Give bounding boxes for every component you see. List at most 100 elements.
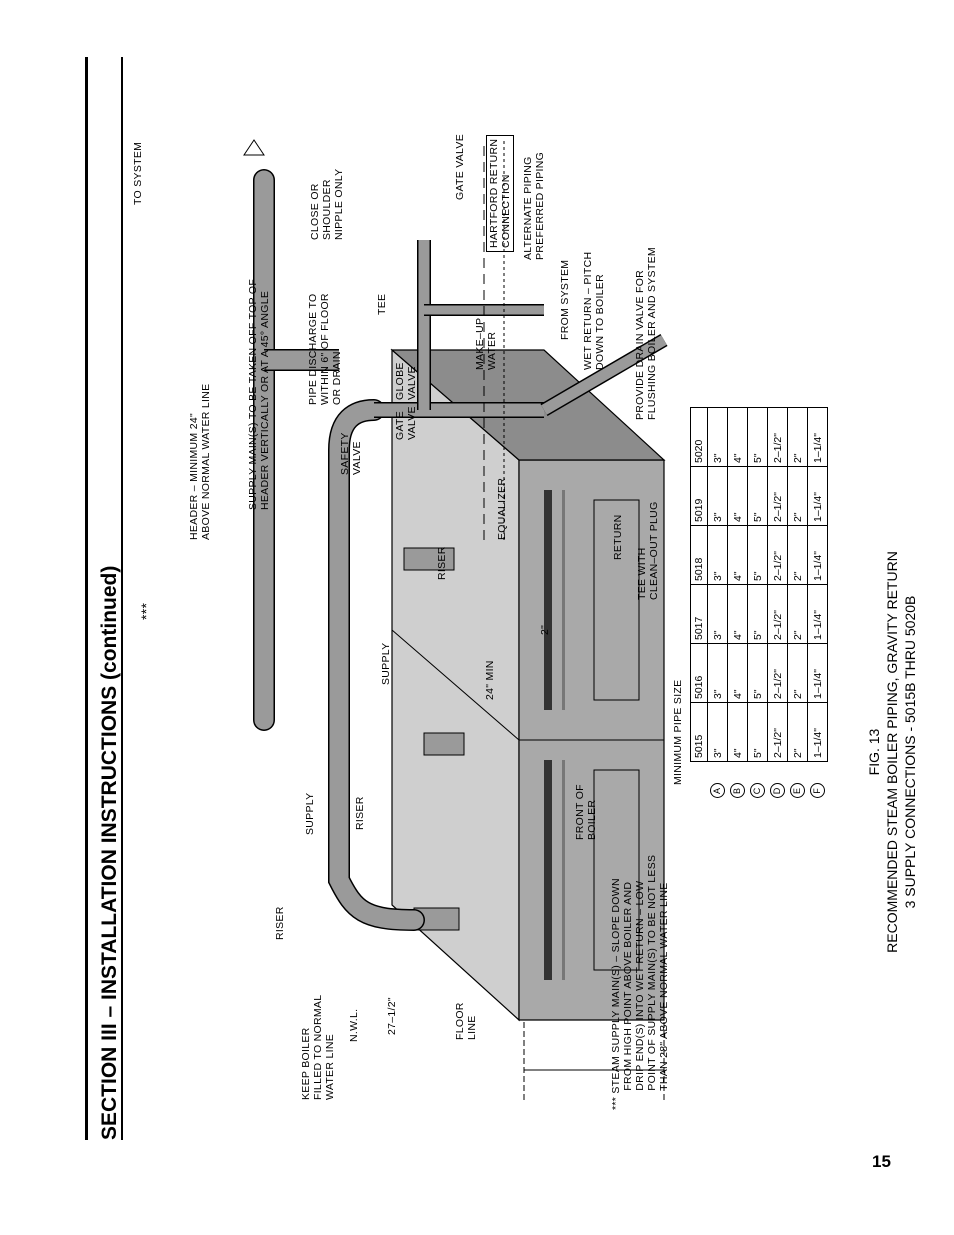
table-cell: 3"	[707, 525, 728, 585]
nwl-label: N.W.L.	[348, 1008, 360, 1042]
gate-valve-label: GATE VALVE	[394, 406, 418, 440]
front-of-boiler-label: FRONT OF BOILER	[574, 784, 598, 840]
boiler-louvers	[544, 490, 565, 980]
table-cell: 2–1/2"	[767, 525, 788, 585]
table-cell: 3"	[707, 643, 728, 703]
column-header: 5018	[690, 525, 708, 585]
table-cell: 4"	[727, 407, 748, 467]
table-cell: 5"	[747, 584, 768, 644]
supply-label-2: SUPPLY	[380, 642, 392, 685]
figure-caption-line2: 3 SUPPLY CONNECTIONS - 5015B THRU 5020B	[902, 595, 918, 909]
drain-valve-label: PROVIDE DRAIN VALVE FOR FLUSHING BOILER …	[634, 247, 658, 420]
table-cell: 5"	[747, 407, 768, 467]
row-key: A	[708, 762, 728, 821]
figure-caption-line1: RECOMMENDED STEAM BOILER PIPING, GRAVITY…	[884, 551, 900, 953]
footnote: *** STEAM SUPPLY MAIN(S) – SLOPE DOWN FR…	[610, 854, 670, 1110]
row-key-circle: F	[810, 783, 825, 799]
two-inch-label: 2"	[539, 624, 551, 635]
section-title: SECTION III – INSTALLATION INSTRUCTIONS …	[98, 565, 121, 1140]
row-key: D	[768, 762, 788, 821]
floor-line-label: FLOOR LINE	[454, 1002, 478, 1040]
table-cell: 5"	[747, 702, 768, 762]
row-key-circle: E	[790, 783, 805, 799]
min-24-label: 24" MIN	[484, 660, 496, 700]
table-cell: 2–1/2"	[767, 702, 788, 762]
table-cell: 3"	[707, 584, 728, 644]
table-cell: 1–1/4"	[807, 466, 828, 526]
figure-panel: SECTION III – INSTALLATION INSTRUCTIONS …	[98, 60, 918, 1140]
header-label: HEADER – MINIMUM 24" ABOVE NORMAL WATER …	[188, 383, 212, 540]
table-cell: 2–1/2"	[767, 584, 788, 644]
table-cell: 2"	[787, 407, 808, 467]
column-header: 5016	[690, 643, 708, 703]
to-system-label: TO SYSTEM	[132, 141, 144, 205]
row-key: E	[788, 762, 808, 821]
table-cell: 2"	[787, 466, 808, 526]
row-key: C	[748, 762, 768, 821]
table-cell: 4"	[727, 525, 748, 585]
table-header-row: 5015 5016 5017 5018 5019 5020	[690, 407, 708, 821]
pipe-table-title: MINIMUM PIPE SIZE	[672, 679, 684, 785]
from-system-label: FROM SYSTEM	[559, 259, 571, 340]
table-cell: 1–1/4"	[807, 584, 828, 644]
close-nipple-label: CLOSE OR SHOULDER NIPPLE ONLY	[309, 168, 345, 240]
supply-label-1: SUPPLY	[304, 792, 316, 835]
row-key: F	[808, 762, 828, 821]
alternate-piping-label: ALTERNATE PIPING	[522, 156, 534, 260]
table-cell: 5"	[747, 643, 768, 703]
keep-boiler-label: KEEP BOILER FILLED TO NORMAL WATER LINE	[300, 994, 336, 1100]
pipe-discharge-label: PIPE DISCHARGE TO WITHIN 6" OF FLOOR OR …	[307, 293, 343, 405]
row-key-circle: C	[750, 783, 765, 799]
table-cell: 4"	[727, 584, 748, 644]
column-header: 5017	[690, 584, 708, 644]
column-header: 5019	[690, 466, 708, 526]
globe-valve-label: GLOBE VALVE	[394, 362, 418, 400]
table-cell: 2–1/2"	[767, 466, 788, 526]
column-header: 5015	[690, 702, 708, 762]
row-key-circle: D	[770, 783, 785, 799]
table-cell: 1–1/4"	[807, 525, 828, 585]
preferred-piping-label: PREFERRED PIPING	[534, 151, 546, 260]
table-cell: 3"	[707, 702, 728, 762]
tee-cleanout-label: TEE WITH CLEAN–OUT PLUG	[636, 501, 660, 600]
riser-label-1: RISER	[274, 906, 286, 940]
to-system-arrow	[243, 139, 265, 156]
safety-valve-label: SAFETY VALVE	[339, 432, 363, 475]
row-key: B	[728, 762, 748, 821]
table-cell: 1–1/4"	[807, 643, 828, 703]
table-cell: 1–1/4"	[807, 407, 828, 467]
column-header: 5020	[690, 407, 708, 467]
table-cell: 2"	[787, 525, 808, 585]
gate-valve-top-label: GATE VALVE	[454, 133, 466, 200]
table-cell: 2–1/2"	[767, 407, 788, 467]
tee-label: TEE	[376, 293, 388, 315]
supply-mains-label: SUPPLY MAIN(S) TO BE TAKEN OFF TOP OF HE…	[247, 278, 271, 510]
table-cell: 3"	[707, 466, 728, 526]
table-cell: 5"	[747, 466, 768, 526]
row-key-circle: B	[730, 783, 745, 799]
riser-label-2: RISER	[354, 796, 366, 830]
table-cell: 2"	[787, 702, 808, 762]
boiler-piping-diagram	[243, 139, 668, 1100]
table-cell: 4"	[727, 643, 748, 703]
left-margin-rule	[85, 57, 88, 1140]
return-label: RETURN	[612, 514, 624, 560]
triple-star-label: ***	[138, 602, 154, 620]
table-cell: 4"	[727, 466, 748, 526]
table-cell: 2"	[787, 643, 808, 703]
table-cell: 4"	[727, 702, 748, 762]
equalizer-label: EQUALIZER	[496, 477, 508, 540]
dim-27-label: 27–1/2"	[386, 997, 398, 1035]
table-cell: 3"	[707, 407, 728, 467]
table-cell: 5"	[747, 525, 768, 585]
page-number: 15	[872, 1152, 891, 1171]
table-cell: 1–1/4"	[807, 702, 828, 762]
right-margin-rule	[121, 57, 123, 1140]
